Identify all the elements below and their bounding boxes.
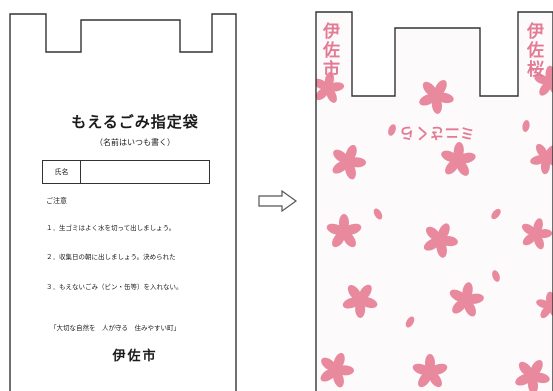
sakura-pattern bbox=[316, 65, 553, 391]
plain-bag-outline bbox=[9, 13, 237, 391]
right-arrow-icon bbox=[258, 190, 298, 212]
sakura-petal bbox=[522, 120, 530, 132]
name-label: 氏名 bbox=[43, 161, 81, 183]
sakura-bag-body bbox=[316, 12, 553, 391]
right-handle-text: 伊佐桜 bbox=[523, 21, 545, 79]
sakura-bag: 伊佐市 伊佐桜 ミニさくら bbox=[315, 11, 553, 391]
bag-slogan: 「大切な自然を 人が守る 住みやすい町」 bbox=[50, 324, 180, 332]
note-item: １．生ゴミはよく水を切って出しましょう。 bbox=[46, 224, 176, 232]
note-item: ３．もえないごみ（ビン・缶等）を入れない。 bbox=[46, 283, 183, 291]
sakura-petal bbox=[491, 208, 501, 220]
name-field: 氏名 bbox=[42, 160, 210, 184]
bag-city-name: 伊佐市 bbox=[112, 349, 158, 364]
sakura-petal bbox=[492, 270, 500, 282]
notes-heading: ご注意 bbox=[46, 197, 67, 205]
sakura-petal bbox=[373, 208, 383, 220]
sakura-bag-outline bbox=[315, 11, 553, 391]
sakura-petal bbox=[405, 316, 415, 328]
bag-title: もえるごみ指定袋 bbox=[71, 113, 199, 131]
sakura-petal bbox=[388, 124, 396, 136]
note-item: ２．収集日の朝に出しましょう。決められた bbox=[46, 253, 176, 261]
bag-subtitle: （名前はいつも書く） bbox=[95, 138, 175, 147]
center-flipped-text: ミニさくら bbox=[399, 124, 474, 142]
left-handle-text: 伊佐市 bbox=[319, 21, 341, 79]
plain-bag-shape bbox=[9, 13, 237, 391]
